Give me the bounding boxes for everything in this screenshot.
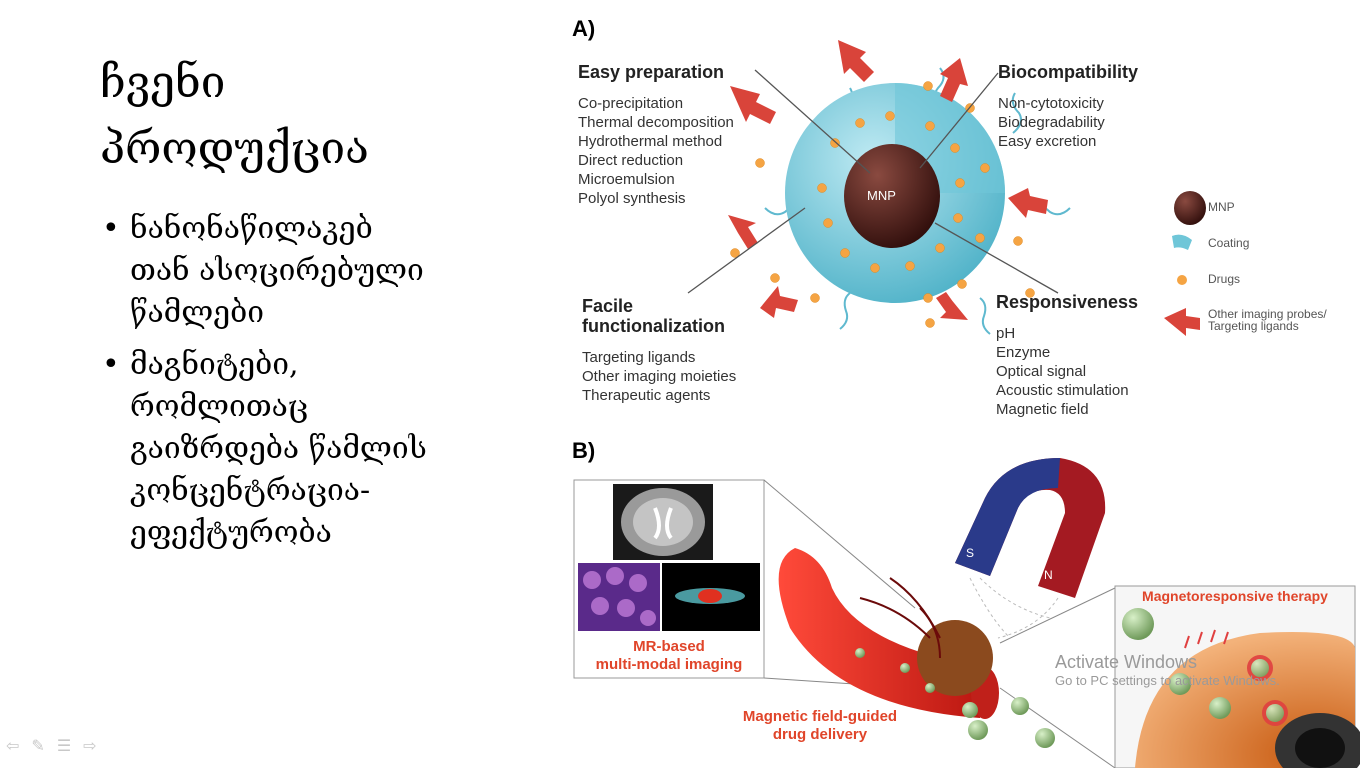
list-item: Polyol synthesis xyxy=(578,190,686,207)
legend-drugs-label: Drugs xyxy=(1208,272,1241,286)
drug-delivery-line-2: drug delivery xyxy=(772,726,868,743)
list-item: Thermal decomposition xyxy=(578,114,734,131)
list-item: Non-cytotoxicity xyxy=(998,95,1104,112)
bullet-list: • ნანონაწილაკებ თან ასოცირებული წამლები … xyxy=(100,208,430,564)
facile-heading: Facile functionalization xyxy=(582,296,725,336)
list-item: Optical signal xyxy=(996,363,1087,380)
panel-b-label: B) xyxy=(572,438,596,463)
therapy-label: Magnetoresponsive therapy xyxy=(1142,588,1328,604)
slideshow-toolbar: ⇦ ✎ ☰ ⇨ xyxy=(6,736,97,755)
biocompat-list: Non-cytotoxicity Biodegradability Easy e… xyxy=(998,94,1105,151)
facile-heading-line-2: functionalization xyxy=(582,316,725,336)
list-item: Enzyme xyxy=(996,344,1051,361)
panel-a-label: A) xyxy=(572,16,596,41)
responsiveness-heading: Responsiveness xyxy=(996,292,1139,312)
list-item: Therapeutic agents xyxy=(582,387,711,404)
bullet-item: • მაგნიტები, რომლითაც გაიზრდება წამლის კ… xyxy=(100,344,430,554)
legend-drug-icon xyxy=(1177,275,1187,285)
list-item: Co-precipitation xyxy=(578,95,684,112)
bullet-text: მაგნიტები, რომლითაც გაიზრდება წამლის კონ… xyxy=(130,347,427,550)
legend-probes-label: Other imaging probes/ Targeting ligands xyxy=(1208,308,1327,332)
list-item: Biodegradability xyxy=(998,114,1105,131)
magnet-n-label: N xyxy=(1044,568,1053,582)
core-label: MNP xyxy=(867,188,896,203)
facile-heading-line-1: Facile xyxy=(582,296,634,316)
list-item: Easy excretion xyxy=(998,133,1097,150)
legend-probes-line-2: Targeting ligands xyxy=(1208,319,1299,333)
legend-mnp-icon xyxy=(1174,191,1206,225)
title-line-2: პროდუქცია xyxy=(100,123,369,174)
bullet-item: • ნანონაწილაკებ თან ასოცირებული წამლები xyxy=(100,208,430,334)
easy-prep-list: Co-precipitation Thermal decomposition H… xyxy=(578,94,734,208)
leader-lines xyxy=(687,69,1059,294)
watermark-line-2: Go to PC settings to activate Windows. xyxy=(1055,673,1280,688)
title-line-1: ჩვენი xyxy=(100,57,226,108)
next-slide-icon[interactable]: ⇨ xyxy=(83,736,97,755)
tumor xyxy=(917,620,993,696)
menu-icon[interactable]: ☰ xyxy=(56,736,72,755)
responsiveness-list: pH Enzyme Optical signal Acoustic stimul… xyxy=(996,324,1129,419)
bullet-marker: • xyxy=(102,347,120,382)
probe-arrows xyxy=(728,40,1048,320)
legend-probes-line-1: Other imaging probes/ xyxy=(1208,307,1327,321)
biocompatibility-heading: Biocompatibility xyxy=(998,62,1139,82)
list-item: Direct reduction xyxy=(578,152,684,169)
previous-slide-icon[interactable]: ⇦ xyxy=(6,736,20,755)
list-item: Other imaging moieties xyxy=(582,368,737,385)
pen-icon[interactable]: ✎ xyxy=(31,736,45,755)
figure-artwork xyxy=(573,40,1360,768)
legend-mnp-label: MNP xyxy=(1208,200,1235,214)
watermark-line-1: Activate Windows xyxy=(1055,652,1198,672)
list-item: Targeting ligands xyxy=(582,349,696,366)
slide-title: ჩვენი პროდუქცია xyxy=(100,50,500,182)
bullet-marker: • xyxy=(102,211,120,246)
bullet-text: ნანონაწილაკებ თან ასოცირებული წამლები xyxy=(130,211,424,330)
mr-imaging-label: MR-based multi-modal imaging xyxy=(582,638,756,674)
magnet-s-label: S xyxy=(966,546,975,560)
legend-coating-icon xyxy=(1172,234,1192,250)
activate-windows-watermark: Activate Windows Go to PC settings to ac… xyxy=(1055,652,1280,688)
drug-delivery-label: Magnetic field-guided drug delivery xyxy=(720,708,920,744)
list-item: Hydrothermal method xyxy=(578,133,723,150)
drug-delivery-line-1: Magnetic field-guided xyxy=(742,708,898,725)
list-item: Microemulsion xyxy=(578,171,675,188)
nanoparticle-balls xyxy=(855,648,1055,748)
mr-imaging-line-1: MR-based xyxy=(633,638,705,655)
list-item: pH xyxy=(996,325,1016,342)
nanoparticle-figure: A) MNP Easy preparation Co-precipitation… xyxy=(560,8,1360,768)
legend-coating-label: Coating xyxy=(1208,236,1250,250)
mnp-core xyxy=(844,144,940,248)
list-item: Acoustic stimulation xyxy=(996,382,1129,399)
list-item: Magnetic field xyxy=(996,401,1089,418)
easy-preparation-heading: Easy preparation xyxy=(578,62,725,82)
facile-list: Targeting ligands Other imaging moieties… xyxy=(582,348,736,405)
drug-dots xyxy=(730,81,1035,328)
mr-imaging-line-2: multi-modal imaging xyxy=(595,656,743,673)
legend-probe-icon xyxy=(1164,308,1200,336)
